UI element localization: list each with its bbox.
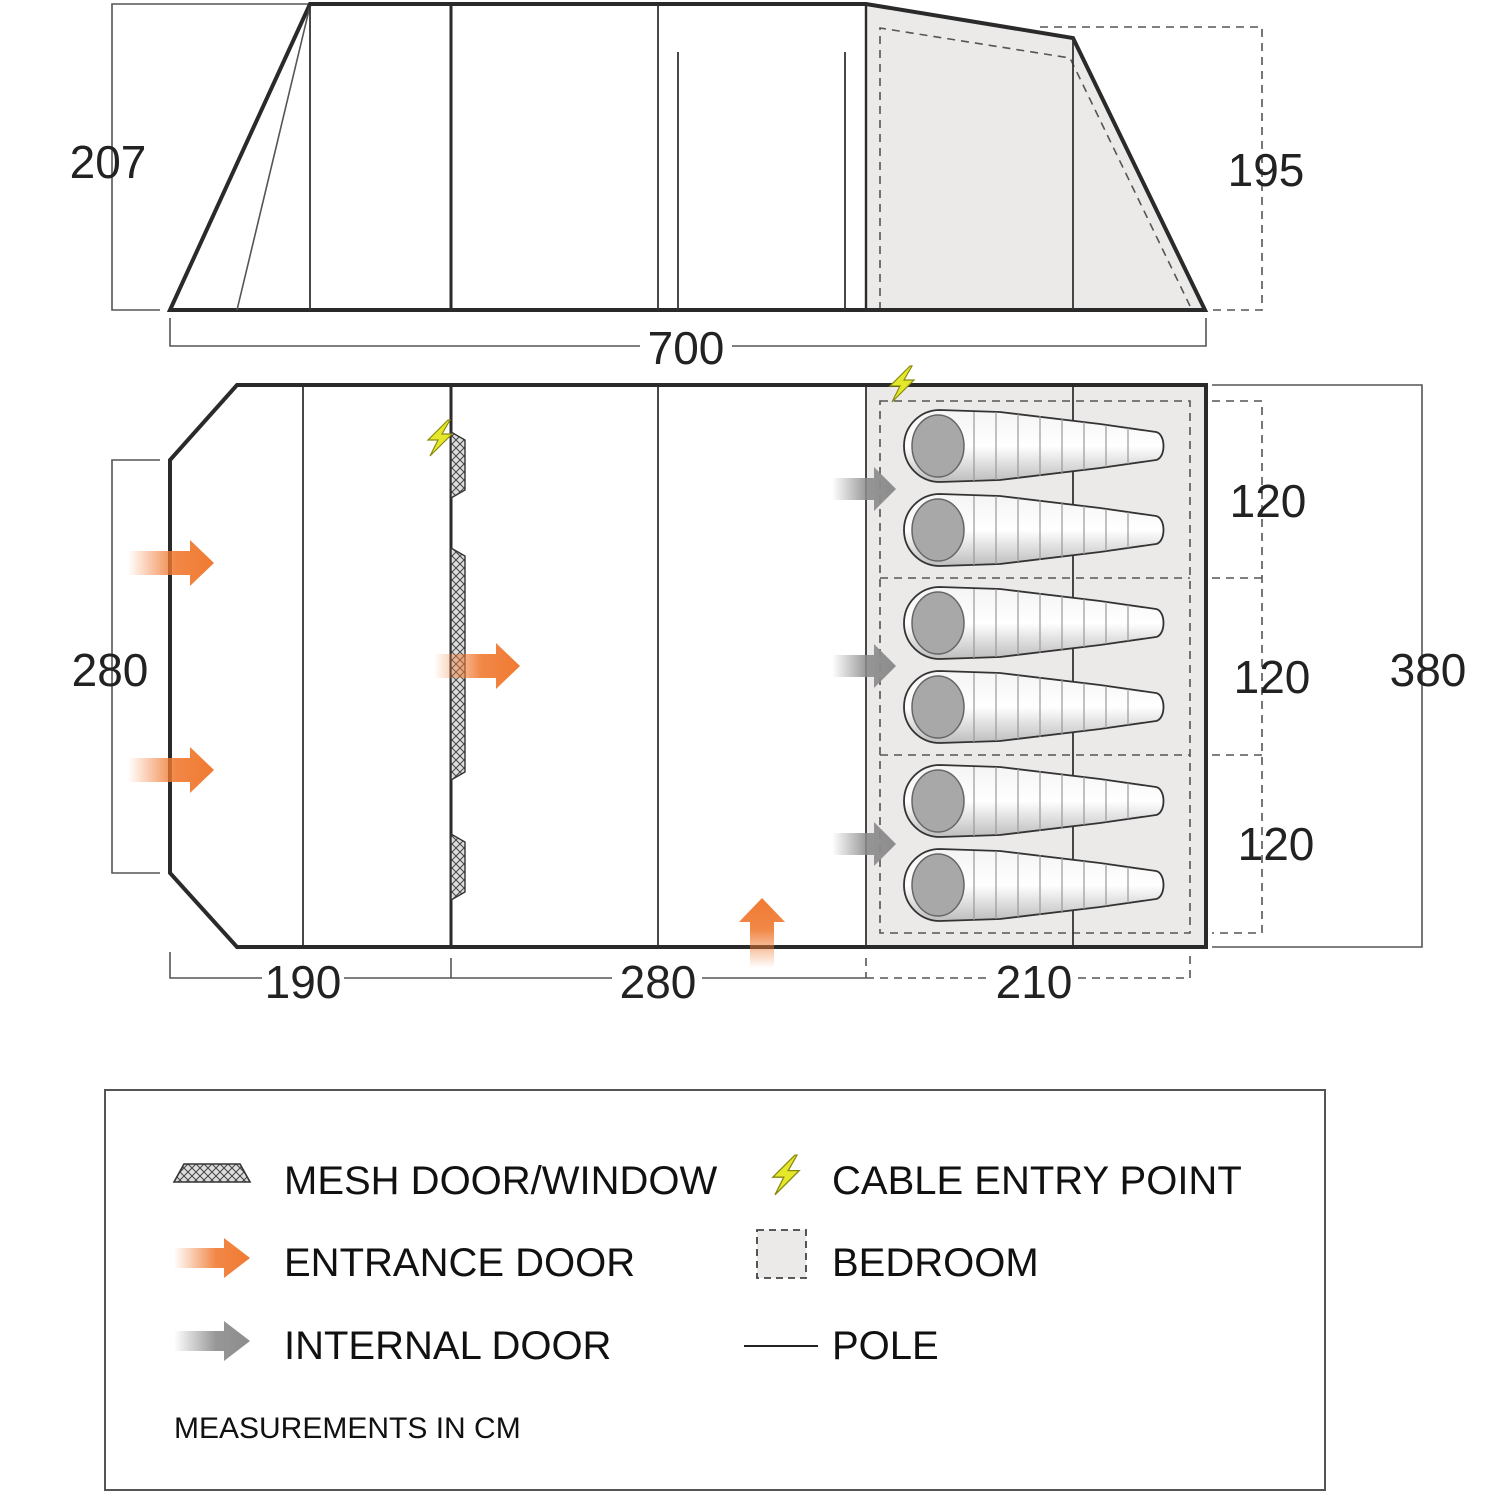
front-height-label: 207 — [70, 136, 147, 188]
bedroom-width-bracket — [1212, 400, 1263, 934]
grey-arrow-icon — [174, 1321, 250, 1361]
orange-arrow-icon — [174, 1238, 250, 1278]
front-door-panel-line — [236, 5, 311, 311]
porch-length-label: 190 — [265, 956, 342, 1008]
front-width-label: 280 — [72, 644, 149, 696]
bedroom-length-label: 210 — [996, 956, 1073, 1008]
legend-bedroom-label: BEDROOM — [832, 1241, 1039, 1285]
measurements-note: MEASUREMENTS IN CM — [174, 1412, 521, 1445]
legend-mesh-label: MESH DOOR/WINDOW — [284, 1159, 718, 1203]
legend-pole-label: POLE — [832, 1324, 939, 1368]
front-height-bracket — [111, 3, 310, 311]
entrance-arrow-3 — [434, 643, 520, 689]
side-bedroom-fill — [866, 4, 1205, 310]
total-width-bracket — [1212, 384, 1423, 948]
side-outline — [166, 2, 1209, 312]
front-width-bracket — [111, 459, 160, 874]
bedroom-3-width-label: 120 — [1238, 818, 1315, 870]
legend-entrance-label: ENTRANCE DOOR — [284, 1241, 635, 1285]
entrance-arrow-1 — [128, 540, 214, 586]
internal-door-arrow-3 — [832, 822, 896, 866]
total-length-dimension: 700 — [169, 318, 1207, 374]
rear-height-label: 195 — [1228, 144, 1305, 196]
dashed-box-icon — [756, 1229, 807, 1279]
side-elevation: 207 195 — [70, 2, 1305, 312]
entrance-arrow-4 — [739, 898, 785, 968]
living-length-label: 280 — [620, 956, 697, 1008]
bedroom-1-width-label: 120 — [1230, 475, 1307, 527]
side-bedroom-dashed-outline — [879, 27, 1191, 310]
cable-entry-icon-1 — [427, 419, 453, 457]
entrance-arrow-2 — [128, 747, 214, 793]
total-length-label: 700 — [648, 322, 725, 374]
legend-internal-label: INTERNAL DOOR — [284, 1324, 611, 1368]
legend: MESH DOOR/WINDOW CABLE ENTRY POINT ENTRA… — [104, 1089, 1326, 1491]
internal-door-arrow-1 — [832, 467, 896, 511]
mesh-window-1 — [450, 430, 466, 500]
floor-plan: 280 380 120 120 120 190 280 210 — [72, 365, 1467, 1008]
legend-box — [104, 1089, 1326, 1491]
floor-outline — [168, 383, 1208, 949]
internal-door-arrow-2 — [832, 644, 896, 688]
total-width-label: 380 — [1390, 644, 1467, 696]
legend-cable-label: CABLE ENTRY POINT — [832, 1159, 1242, 1203]
mesh-pattern-icon — [172, 1163, 252, 1183]
bedroom-2-width-label: 120 — [1234, 651, 1311, 703]
mesh-window-2 — [450, 832, 466, 902]
